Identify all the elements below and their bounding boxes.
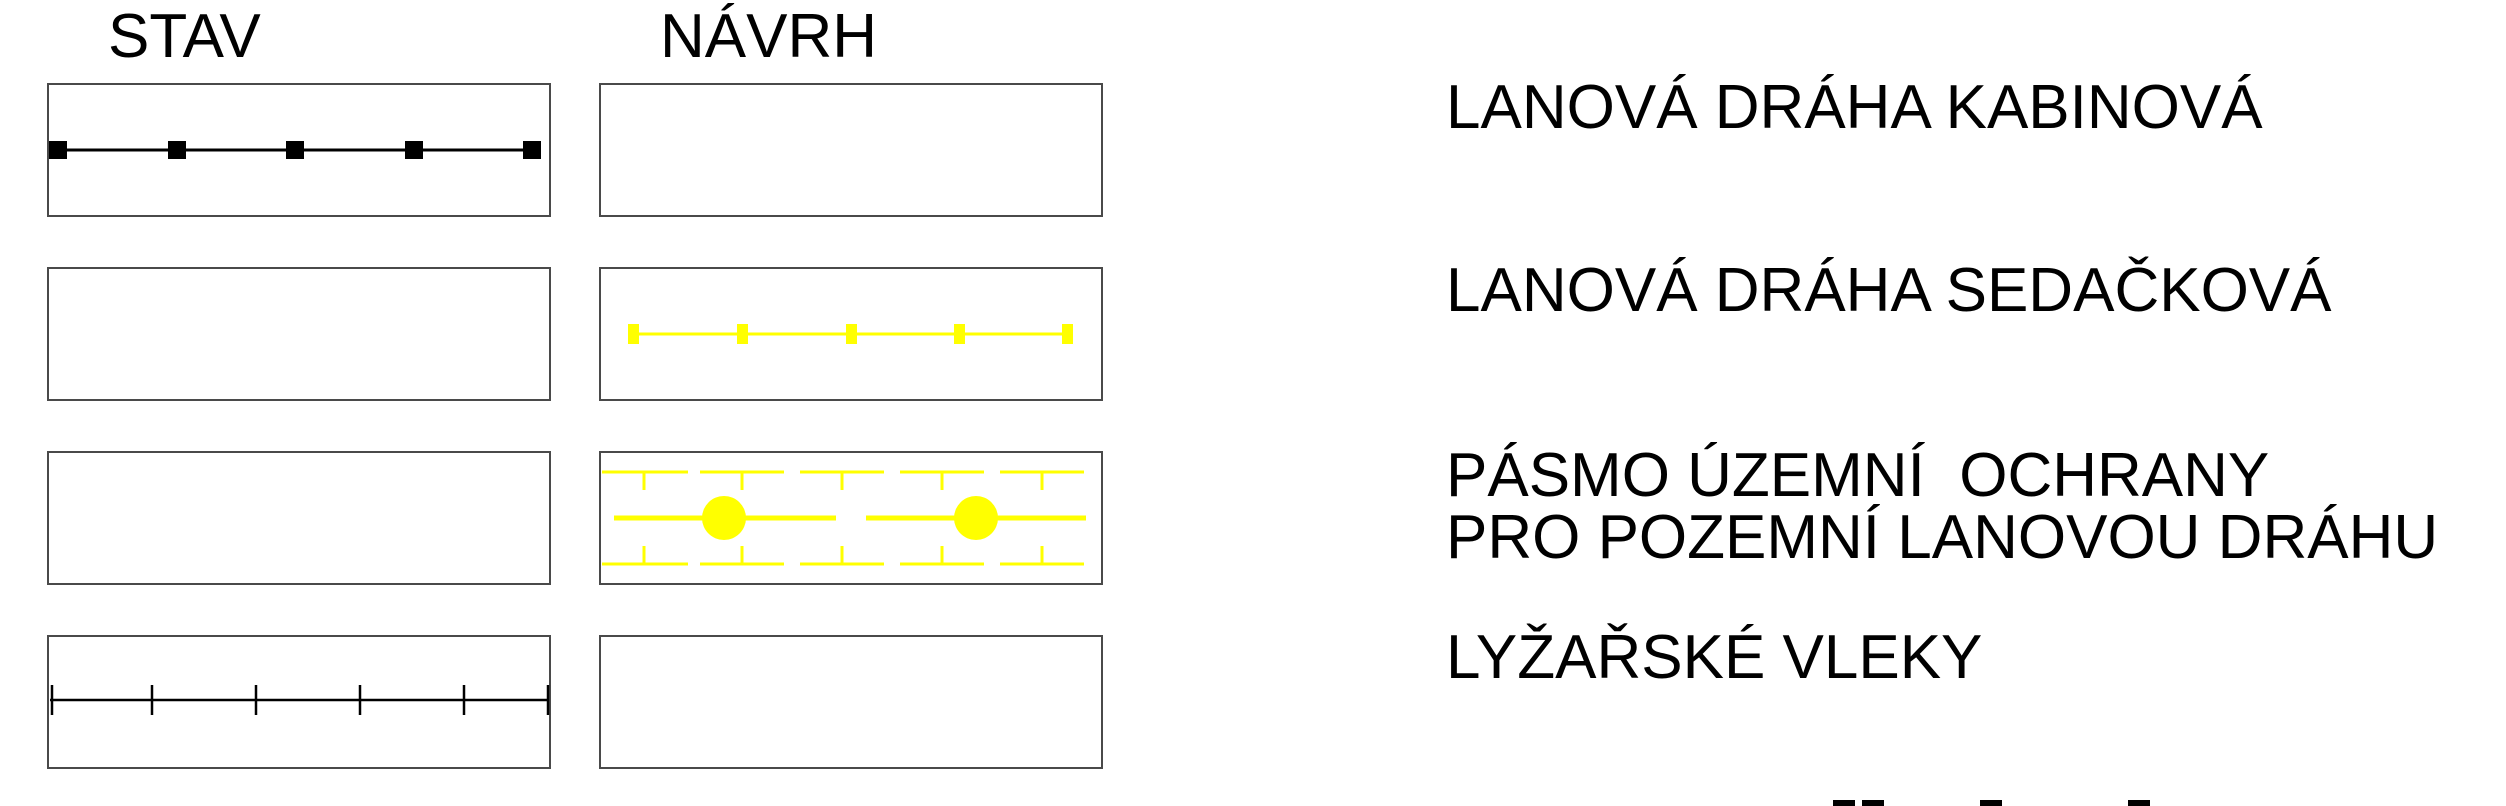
row-label-line-2: PRO POZEMNÍ LANOVOU DRÁHU (1446, 503, 2438, 572)
header-stav: STAV (108, 2, 261, 71)
row-label: LANOVÁ DRÁHA SEDAČKOVÁ (1446, 256, 2332, 325)
stav-box (47, 451, 551, 585)
chairlift-symbol (628, 324, 1073, 344)
ski-lift-symbol (50, 685, 550, 715)
row-label-line-1: PÁSMO ÚZEMNÍ OCHRANY (1446, 441, 2269, 510)
legend-row-ski-lifts: LYŽAŘSKÉ VLEKY (47, 623, 1982, 769)
stav-box (47, 635, 551, 769)
legend-row-protection-zone: PÁSMO ÚZEMNÍ OCHRANY PRO POZEMNÍ LANOVOU… (47, 441, 2438, 585)
navrh-box (599, 635, 1103, 769)
cabin-ropeway-symbol (49, 141, 541, 159)
legend-row-chairlift: LANOVÁ DRÁHA SEDAČKOVÁ (47, 256, 2332, 401)
legend-row-cabin-ropeway: LANOVÁ DRÁHA KABINOVÁ (47, 73, 2263, 217)
header-navrh: NÁVRH (660, 2, 877, 71)
stav-box (47, 267, 551, 401)
protection-zone-symbol (602, 470, 1086, 566)
cropped-next-row-fragment (1833, 800, 2150, 806)
row-label: LANOVÁ DRÁHA KABINOVÁ (1446, 73, 2263, 142)
navrh-box (599, 83, 1103, 217)
row-label: LYŽAŘSKÉ VLEKY (1446, 623, 1982, 692)
